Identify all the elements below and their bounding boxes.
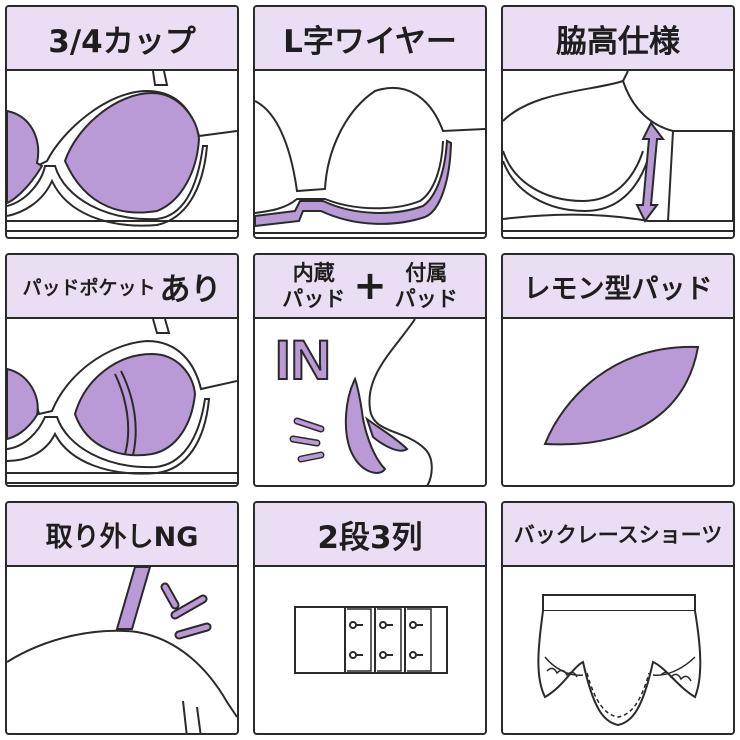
plus-sign: +	[353, 263, 387, 309]
l-shaped-wire-bra-icon	[255, 71, 485, 237]
title-right-bottom: パッド	[394, 287, 458, 311]
panel-l-shaped-wire: L字ワイヤー	[253, 5, 487, 239]
panel-hook: 2段3列	[253, 501, 487, 735]
panel-non-removable: 取り外しNG	[5, 501, 239, 735]
title-left-top: 内蔵	[292, 261, 335, 285]
lemon-shaped-pad-icon	[503, 319, 733, 485]
panel-built-in-pad: 内蔵 パッド + 付属 パッド IN	[253, 253, 487, 487]
high-side-bra-icon	[503, 71, 733, 237]
built-in-pad-icon: IN	[255, 319, 485, 485]
panel-title: バックレースショーツ	[503, 503, 733, 567]
panel-title: パッドポケット あり	[7, 255, 237, 319]
panel-title: 2段3列	[255, 503, 485, 567]
back-lace-shorts-icon	[503, 567, 733, 733]
panel-title: L字ワイヤー	[255, 7, 485, 71]
panel-lemon-pad: レモン型パッド	[501, 253, 735, 487]
in-label: IN	[275, 328, 331, 391]
three-quarter-cup-bra-icon	[7, 71, 237, 237]
panel-back-lace-shorts: バックレースショーツ	[501, 501, 735, 735]
pad-pocket-bra-icon	[7, 319, 237, 485]
two-row-three-column-hook-icon	[255, 567, 485, 733]
panel-title: 内蔵 パッド + 付属 パッド	[255, 255, 485, 319]
panel-title: 脇高仕様	[503, 7, 733, 71]
panel-title: 3/4カップ	[7, 7, 237, 71]
panel-title: レモン型パッド	[503, 255, 733, 319]
non-removable-strap-icon	[7, 567, 237, 733]
panel-title: 取り外しNG	[7, 503, 237, 567]
title-small: パッドポケット	[22, 276, 156, 299]
title-left-bottom: パッド	[282, 287, 346, 311]
panel-three-quarter-cup: 3/4カップ	[5, 5, 239, 239]
title-right-top: 付属	[405, 261, 448, 285]
title-large: あり	[159, 271, 222, 308]
panel-pad-pocket: パッドポケット あり	[5, 253, 239, 487]
title-left: 内蔵 パッド	[282, 260, 345, 312]
title-right: 付属 パッド	[395, 260, 458, 312]
panel-high-side: 脇高仕様	[501, 5, 735, 239]
